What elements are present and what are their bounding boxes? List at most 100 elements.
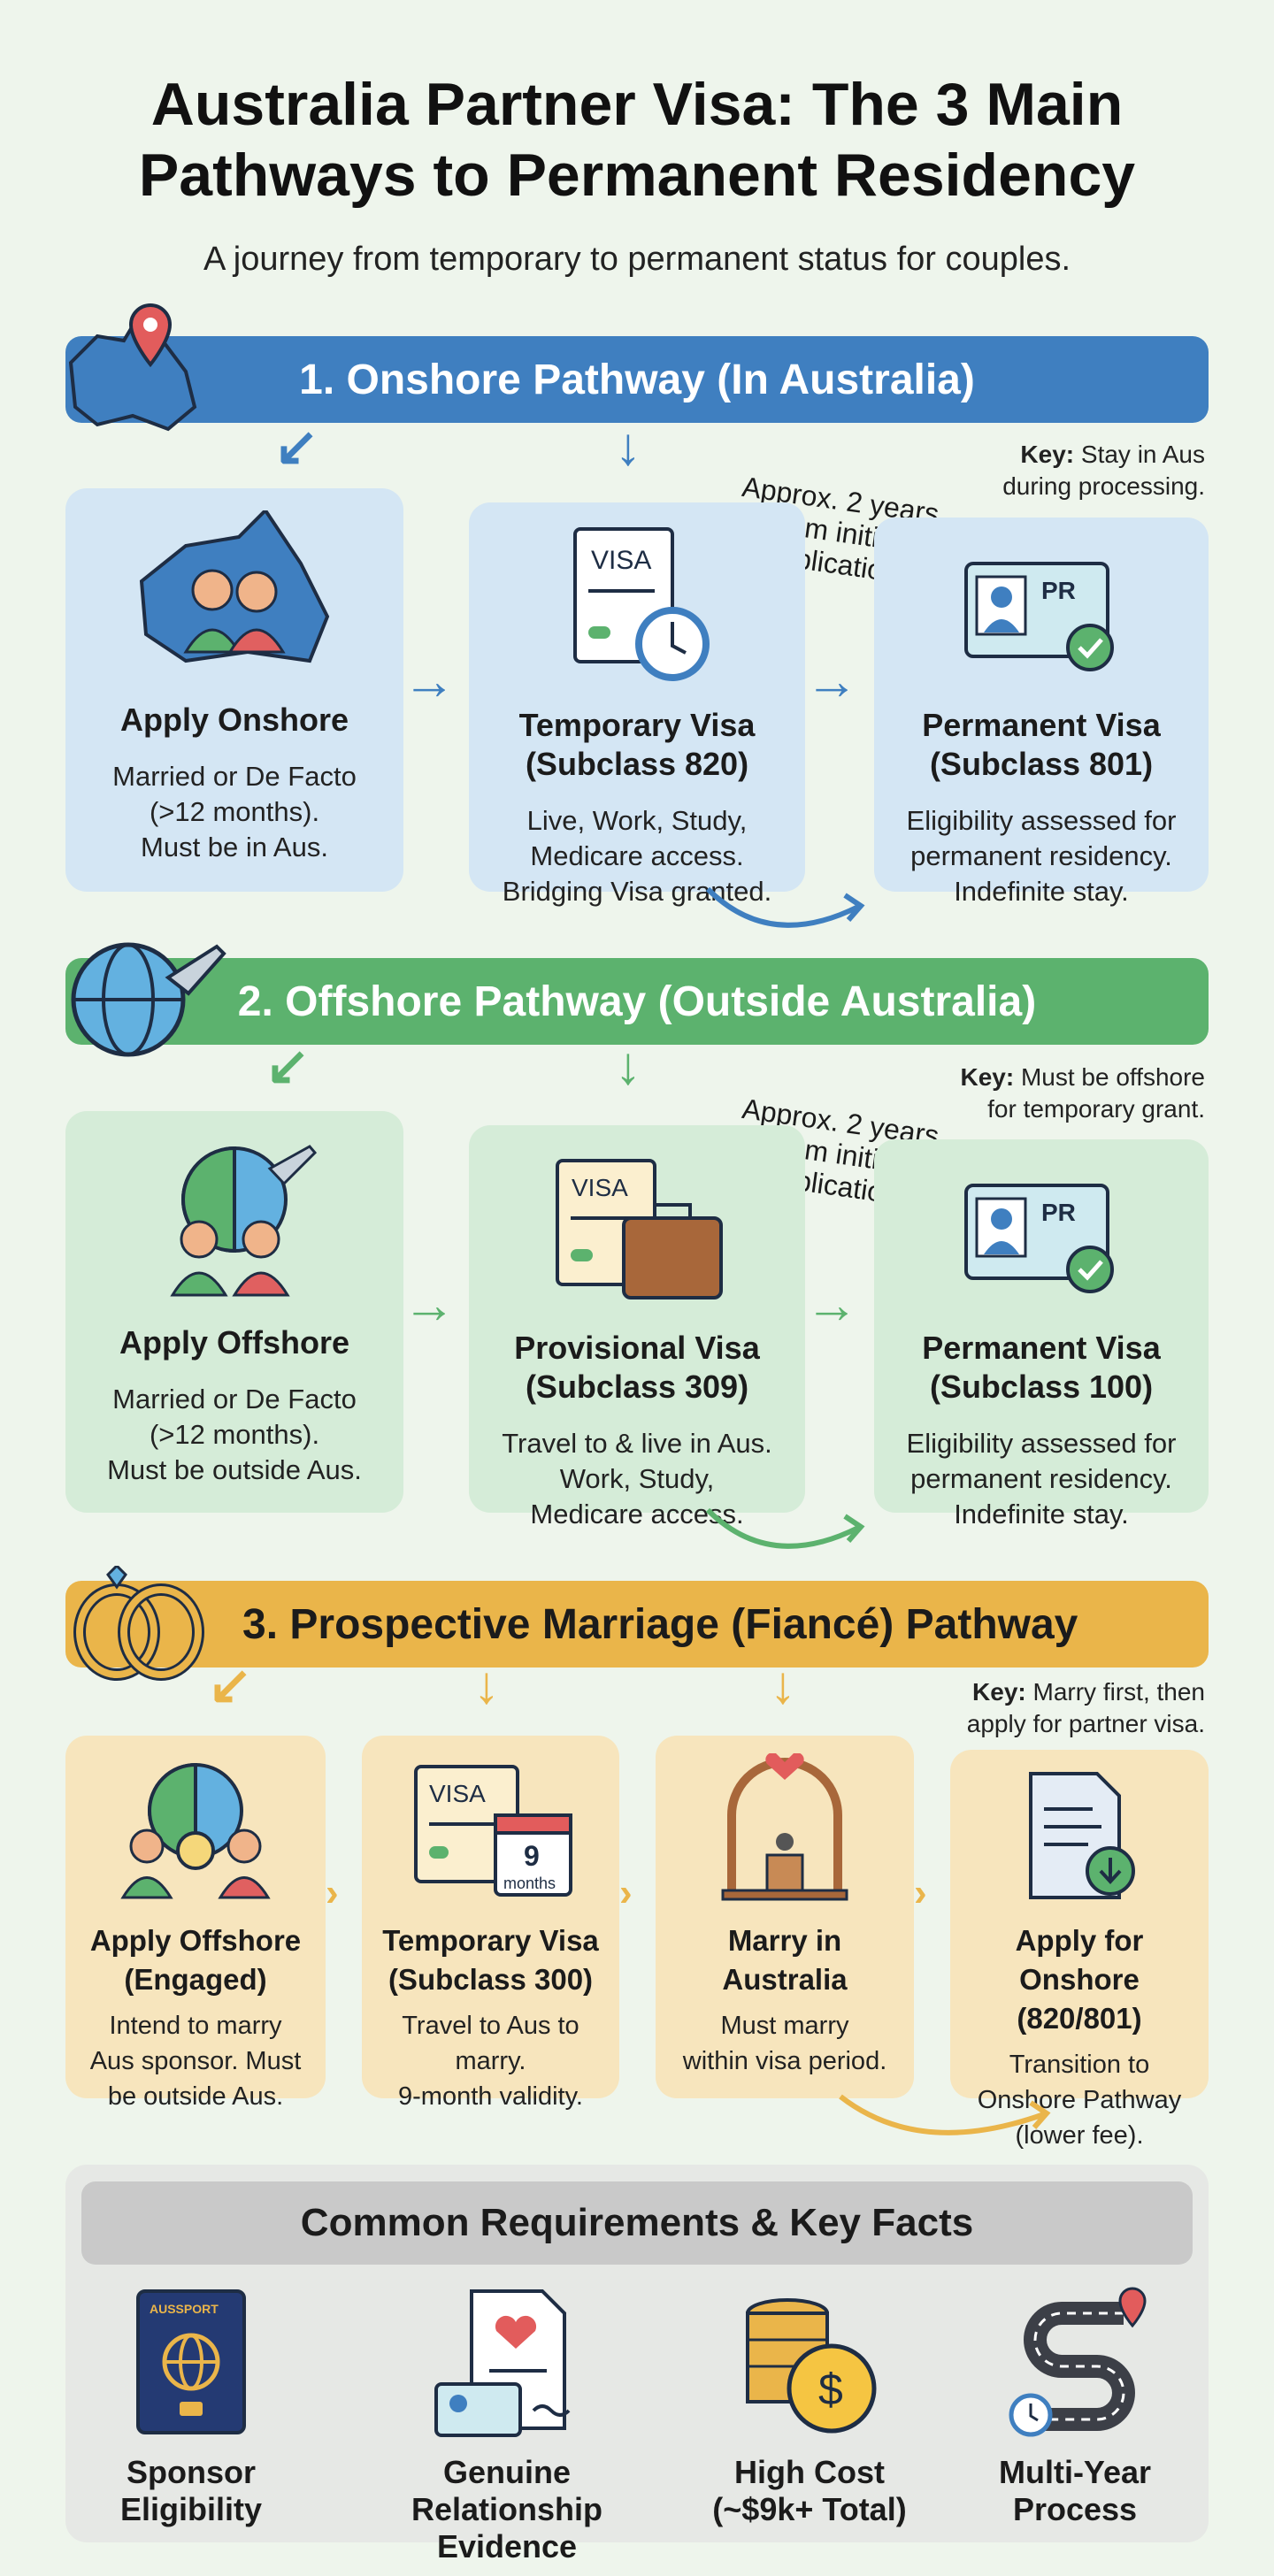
card-provisional-visa-309: VISA Provisional Visa(Subclass 309) Trav…: [469, 1125, 805, 1530]
card-permanent-visa-801: PR Permanent Visa(Subclass 801) Eligibil…: [874, 518, 1209, 907]
fact-label: (~$9k+ Total): [712, 2491, 907, 2527]
fact-label: Eligibility: [119, 2491, 262, 2527]
card-temporary-visa-300: VISA 9 months Temporary Visa (Subclass 300)…: [362, 1736, 619, 2111]
svg-text:months: months: [503, 1874, 556, 1892]
card-subclass: (Subclass 309): [525, 1368, 749, 1405]
passport-icon: AUSSPORT: [136, 2289, 246, 2434]
card-permanent-visa-100: PR Permanent Visa(Subclass 100) Eligibil…: [874, 1139, 1209, 1530]
card-subtitle: Australia: [722, 1963, 848, 1996]
arrow-down-icon: ↓: [770, 1655, 796, 1714]
fiance-banner: 3. Prospective Marriage (Fiancé) Pathway: [65, 1581, 1209, 1668]
card-desc: Married or De Facto(>12 months).Must be …: [112, 761, 357, 862]
card-title: Temporary Visa: [382, 1924, 599, 1957]
visa-suitcase-icon: VISA: [556, 1159, 723, 1300]
card-apply-offshore: Apply Offshore Married or De Facto(>12 m…: [65, 1111, 403, 1513]
fact-label: Sponsor: [126, 2454, 256, 2490]
arrow-down-left-icon: ↙: [274, 417, 319, 476]
card-apply-onshore: Apply Onshore Married or De Facto(>12 mo…: [65, 488, 403, 892]
relationship-evidence-icon: [434, 2289, 571, 2437]
svg-text:$: $: [818, 2365, 843, 2414]
curved-arrow-icon: [705, 1507, 865, 1549]
svg-text:VISA: VISA: [572, 1174, 628, 1201]
fact-high-cost: $ High Cost(~$9k+ Total): [677, 2282, 942, 2528]
svg-text:VISA: VISA: [591, 546, 651, 575]
visa-clock-icon: VISA: [573, 527, 710, 681]
svg-text:AUSSPORT: AUSSPORT: [150, 2302, 219, 2316]
card-subclass: (Subclass 820): [525, 746, 749, 782]
arrow-right-icon: ›: [326, 1871, 339, 1914]
globe-plane-icon: [71, 942, 226, 1057]
card-subclass: (820/801): [1017, 2002, 1142, 2035]
arrow-down-icon: ↓: [615, 1036, 641, 1095]
card-subclass: (Subclass 801): [929, 746, 1154, 782]
curved-arrow-icon: [839, 2094, 1051, 2135]
arrow-right-icon: →: [805, 651, 858, 710]
arrow-right-icon: ›: [619, 1871, 633, 1914]
arrow-down-icon: ↓: [473, 1655, 500, 1714]
fact-label: Multi-Year: [998, 2454, 1152, 2490]
title-line-1: Australia Partner Visa: The 3 Main: [150, 71, 1124, 138]
card-title: Permanent Visa: [922, 707, 1161, 743]
svg-text:9: 9: [524, 1840, 540, 1872]
curved-arrow-icon: [705, 886, 865, 928]
pr-card-check-icon: PR: [964, 561, 1114, 671]
arrow-down-left-icon: ↙: [265, 1036, 311, 1095]
card-desc: Married or De Facto(>12 months).Must be …: [107, 1384, 362, 1485]
visa-calendar-icon: VISA 9 months: [413, 1765, 572, 1897]
arrow-down-icon: ↓: [615, 417, 641, 476]
wedding-arch-icon: [721, 1753, 848, 1901]
svg-text:VISA: VISA: [429, 1780, 486, 1807]
card-desc: Travel to & live in Aus.Work, Study,Medi…: [502, 1428, 772, 1530]
arrow-right-icon: →: [403, 1275, 456, 1334]
arrow-right-icon: →: [403, 651, 456, 710]
facts-header: Common Requirements & Key Facts: [81, 2181, 1193, 2265]
onshore-banner: 1. Onshore Pathway (In Australia): [65, 336, 1209, 423]
card-title: Apply Offshore: [119, 1324, 349, 1361]
arrow-right-icon: ›: [914, 1871, 927, 1914]
couple-in-australia-icon: [139, 510, 330, 663]
card-title: Marry in: [727, 1924, 842, 1957]
card-subclass: (Subclass 100): [929, 1368, 1154, 1405]
fact-label: Genuine Relationship: [411, 2454, 603, 2527]
document-download-icon: [1029, 1772, 1135, 1899]
road-clock-icon: [1009, 2287, 1147, 2437]
card-title: Permanent Visa: [922, 1330, 1161, 1366]
card-desc: Live, Work, Study,Medicare access.Bridgi…: [502, 805, 772, 907]
couple-globe-icon: [170, 1145, 318, 1297]
card-subclass: (Subclass 300): [388, 1963, 594, 1996]
card-title: Apply for Onshore: [1015, 1924, 1144, 1996]
australia-map-pin-icon: [68, 303, 197, 432]
pr-card-check-icon: PR: [964, 1184, 1114, 1293]
card-temporary-visa-820: VISA Temporary Visa(Subclass 820) Live, …: [469, 502, 805, 907]
engaged-couple-globe-icon: [120, 1762, 271, 1899]
coins-dollar-icon: $: [746, 2298, 877, 2434]
fact-label: Process: [1012, 2491, 1138, 2527]
arrow-right-icon: →: [805, 1275, 858, 1334]
card-apply-for-onshore: Apply for Onshore(820/801) Transition to…: [950, 1750, 1209, 2150]
card-subtitle: (Engaged): [124, 1963, 267, 1996]
card-title: Temporary Visa: [518, 707, 756, 743]
card-title: Apply Onshore: [119, 702, 349, 738]
card-title: Provisional Visa: [514, 1330, 760, 1366]
title-line-2: Pathways to Permanent Residency: [138, 142, 1136, 209]
svg-text:PR: PR: [1041, 577, 1076, 604]
fact-label: High Cost: [734, 2454, 885, 2490]
subtitle: A journey from temporary to permanent st…: [203, 241, 1071, 278]
svg-text:PR: PR: [1041, 1199, 1076, 1226]
offshore-banner: 2. Offshore Pathway (Outside Australia): [65, 958, 1209, 1045]
wedding-rings-icon: [73, 1566, 204, 1681]
fact-label: Evidence: [436, 2528, 578, 2564]
